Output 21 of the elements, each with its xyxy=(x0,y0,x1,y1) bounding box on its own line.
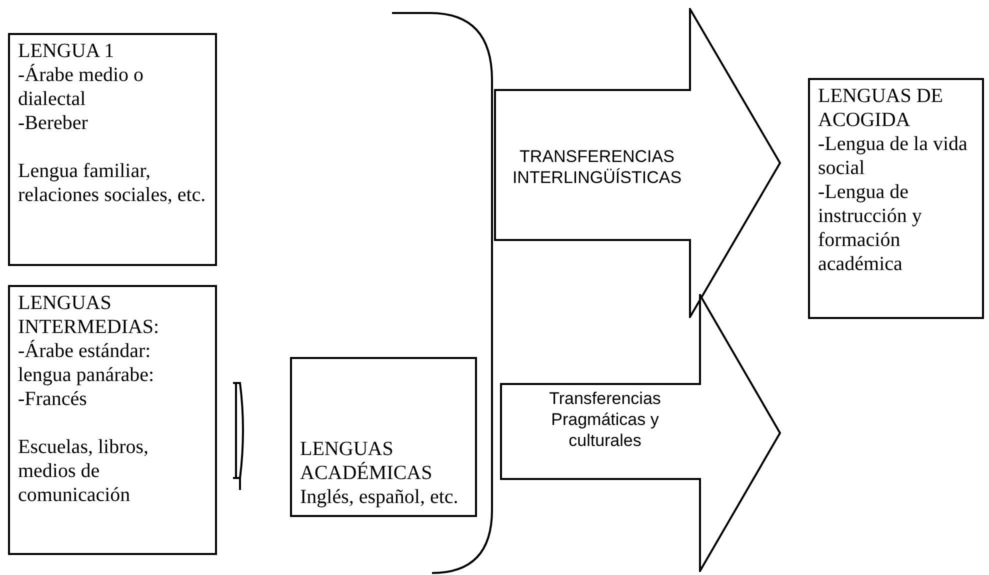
box-heading: LENGUAS ACADÉMICAS xyxy=(300,437,434,485)
arrow-label: Transferencias Pragmáticas y culturales xyxy=(548,388,662,451)
text-box xyxy=(808,78,984,319)
text-box xyxy=(290,357,477,517)
box-text: -Lengua de la vida social xyxy=(818,132,968,180)
box-heading: LENGUAS INTERMEDIAS: xyxy=(18,291,160,339)
box-text: -Bereber xyxy=(18,111,89,135)
text-box xyxy=(8,33,217,266)
text-box xyxy=(8,285,217,555)
box-text: Inglés, español, etc. xyxy=(300,485,460,509)
box-heading: LENGUAS DE ACOGIDA xyxy=(818,84,944,132)
box-heading: LENGUA 1 xyxy=(18,39,116,63)
arrow-shaped-panel xyxy=(500,294,782,572)
box-text: -Lengua de instrucción y formación académica xyxy=(818,180,923,276)
box-text: -Árabe estándar: lengua panárabe: xyxy=(18,339,156,387)
box-text: -Francés xyxy=(18,387,88,411)
box-text: Escuelas, libros, medios de comunicación xyxy=(18,435,150,507)
arrow-label: TRANSFERENCIAS INTERLINGÜÍSTICAS xyxy=(511,146,683,188)
arrow-shaped-panel xyxy=(494,8,782,318)
box-text: -Árabe medio o dialectal xyxy=(18,63,145,111)
box-text: Lengua familiar, relaciones sociales, etc. xyxy=(18,159,207,207)
